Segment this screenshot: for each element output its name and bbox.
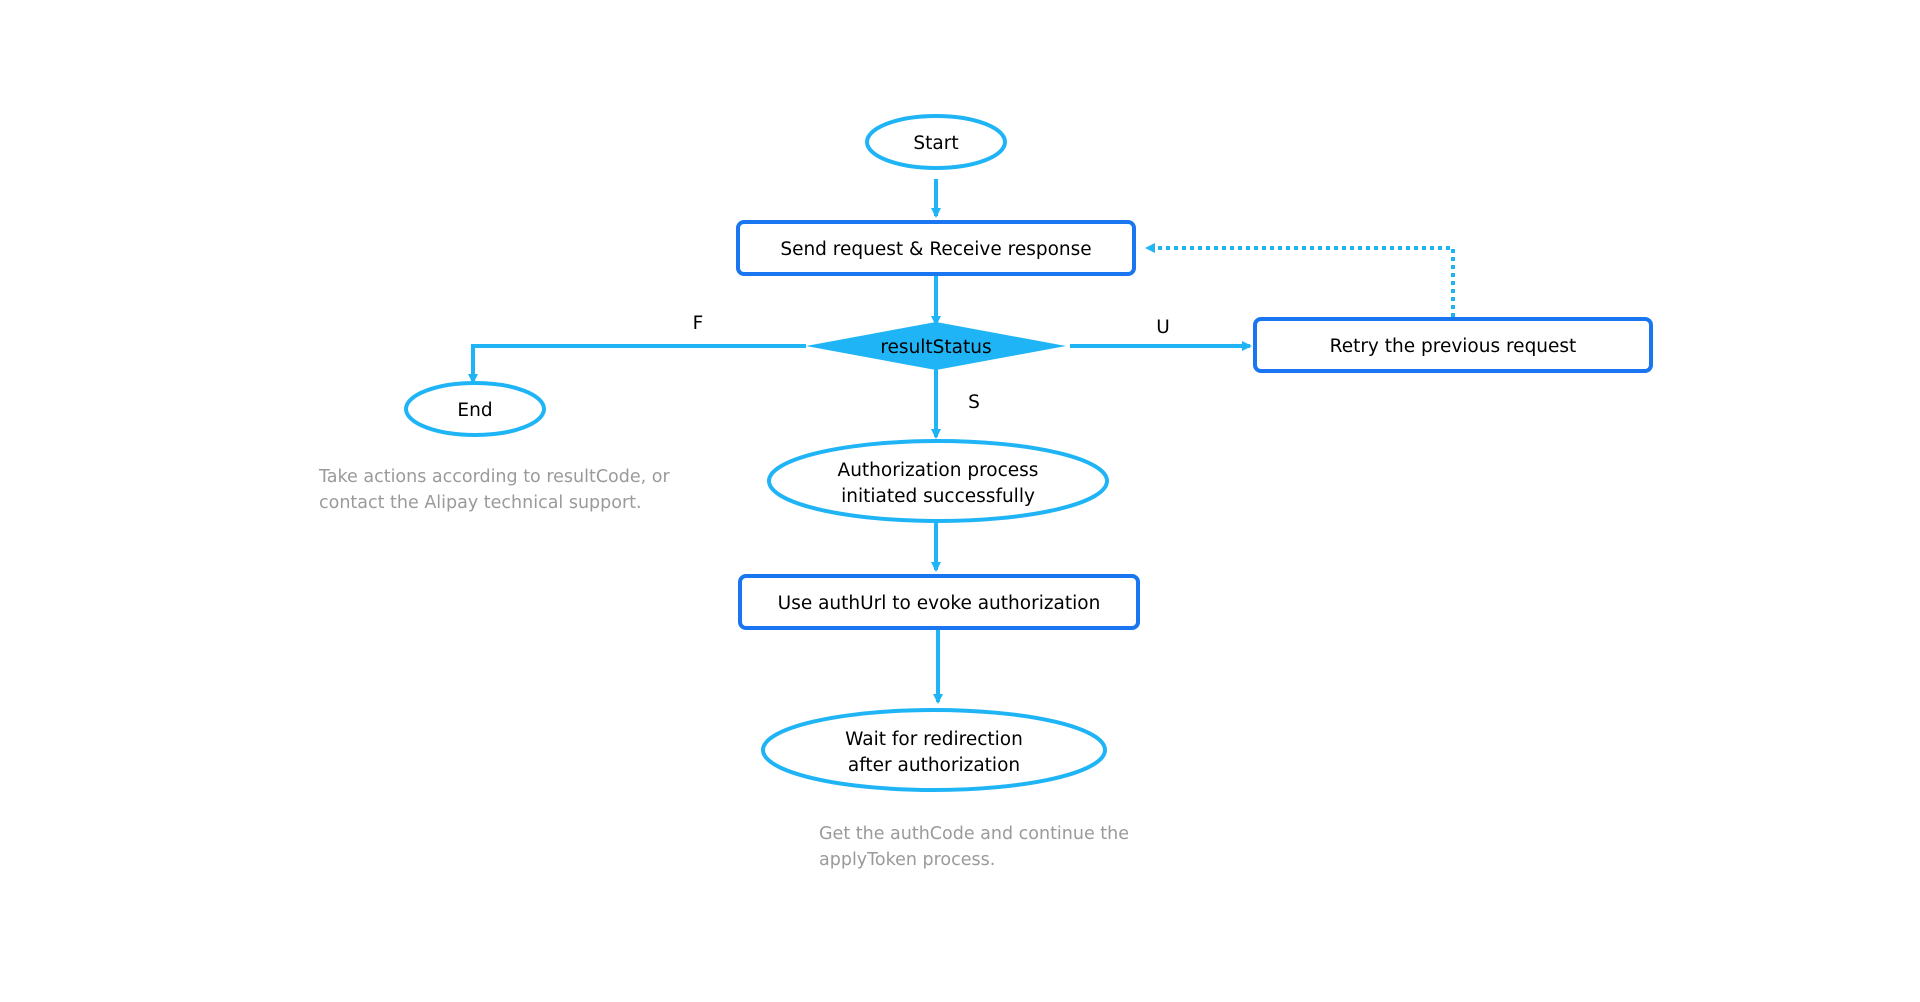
send-request-label: Send request & Receive response <box>780 239 1091 260</box>
auth-initiated-label-line1: Authorization process <box>838 460 1039 481</box>
edge-label-success: S <box>968 392 980 413</box>
retry-box <box>1253 317 1653 373</box>
wait-label-line1: Wait for redirection <box>845 729 1023 750</box>
wait-note-line2: applyToken process. <box>819 850 995 870</box>
auth-initiated-node: Authorization process initiated successf… <box>767 439 1109 523</box>
send-request-box <box>736 220 1136 276</box>
end-note-line1: Take actions according to resultCode, or <box>318 467 670 487</box>
auth-initiated-label-line2: initiated successfully <box>841 486 1035 507</box>
decision-diamond <box>806 322 1066 370</box>
wait-node: Wait for redirection after authorization <box>761 708 1107 792</box>
end-node: End <box>404 381 546 437</box>
arrow-decision-to-end <box>468 344 806 384</box>
auth-initiated-ellipse <box>767 439 1109 523</box>
retry-node: Retry the previous request <box>1253 317 1653 373</box>
send-request-node: Send request & Receive response <box>736 220 1136 276</box>
retry-label: Retry the previous request <box>1330 336 1577 357</box>
end-note-line2: contact the Alipay technical support. <box>319 493 642 513</box>
use-authurl-label: Use authUrl to evoke authorization <box>778 593 1101 614</box>
arrow-retry-to-send-dotted <box>1145 243 1455 317</box>
wait-label-line2: after authorization <box>848 755 1020 776</box>
start-ellipse <box>865 114 1007 170</box>
start-node: Start <box>865 114 1007 170</box>
decision-label: resultStatus <box>880 337 991 358</box>
decision-node: resultStatus <box>806 322 1066 370</box>
edge-label-fail: F <box>693 313 704 334</box>
end-ellipse <box>404 381 546 437</box>
start-label: Start <box>913 133 958 154</box>
wait-ellipse <box>761 708 1107 792</box>
use-authurl-box <box>738 574 1140 630</box>
use-authurl-node: Use authUrl to evoke authorization <box>738 574 1140 630</box>
end-label: End <box>457 400 492 421</box>
edge-label-unknown: U <box>1156 317 1170 338</box>
wait-note-line1: Get the authCode and continue the <box>819 824 1129 844</box>
connectors <box>468 179 1455 704</box>
